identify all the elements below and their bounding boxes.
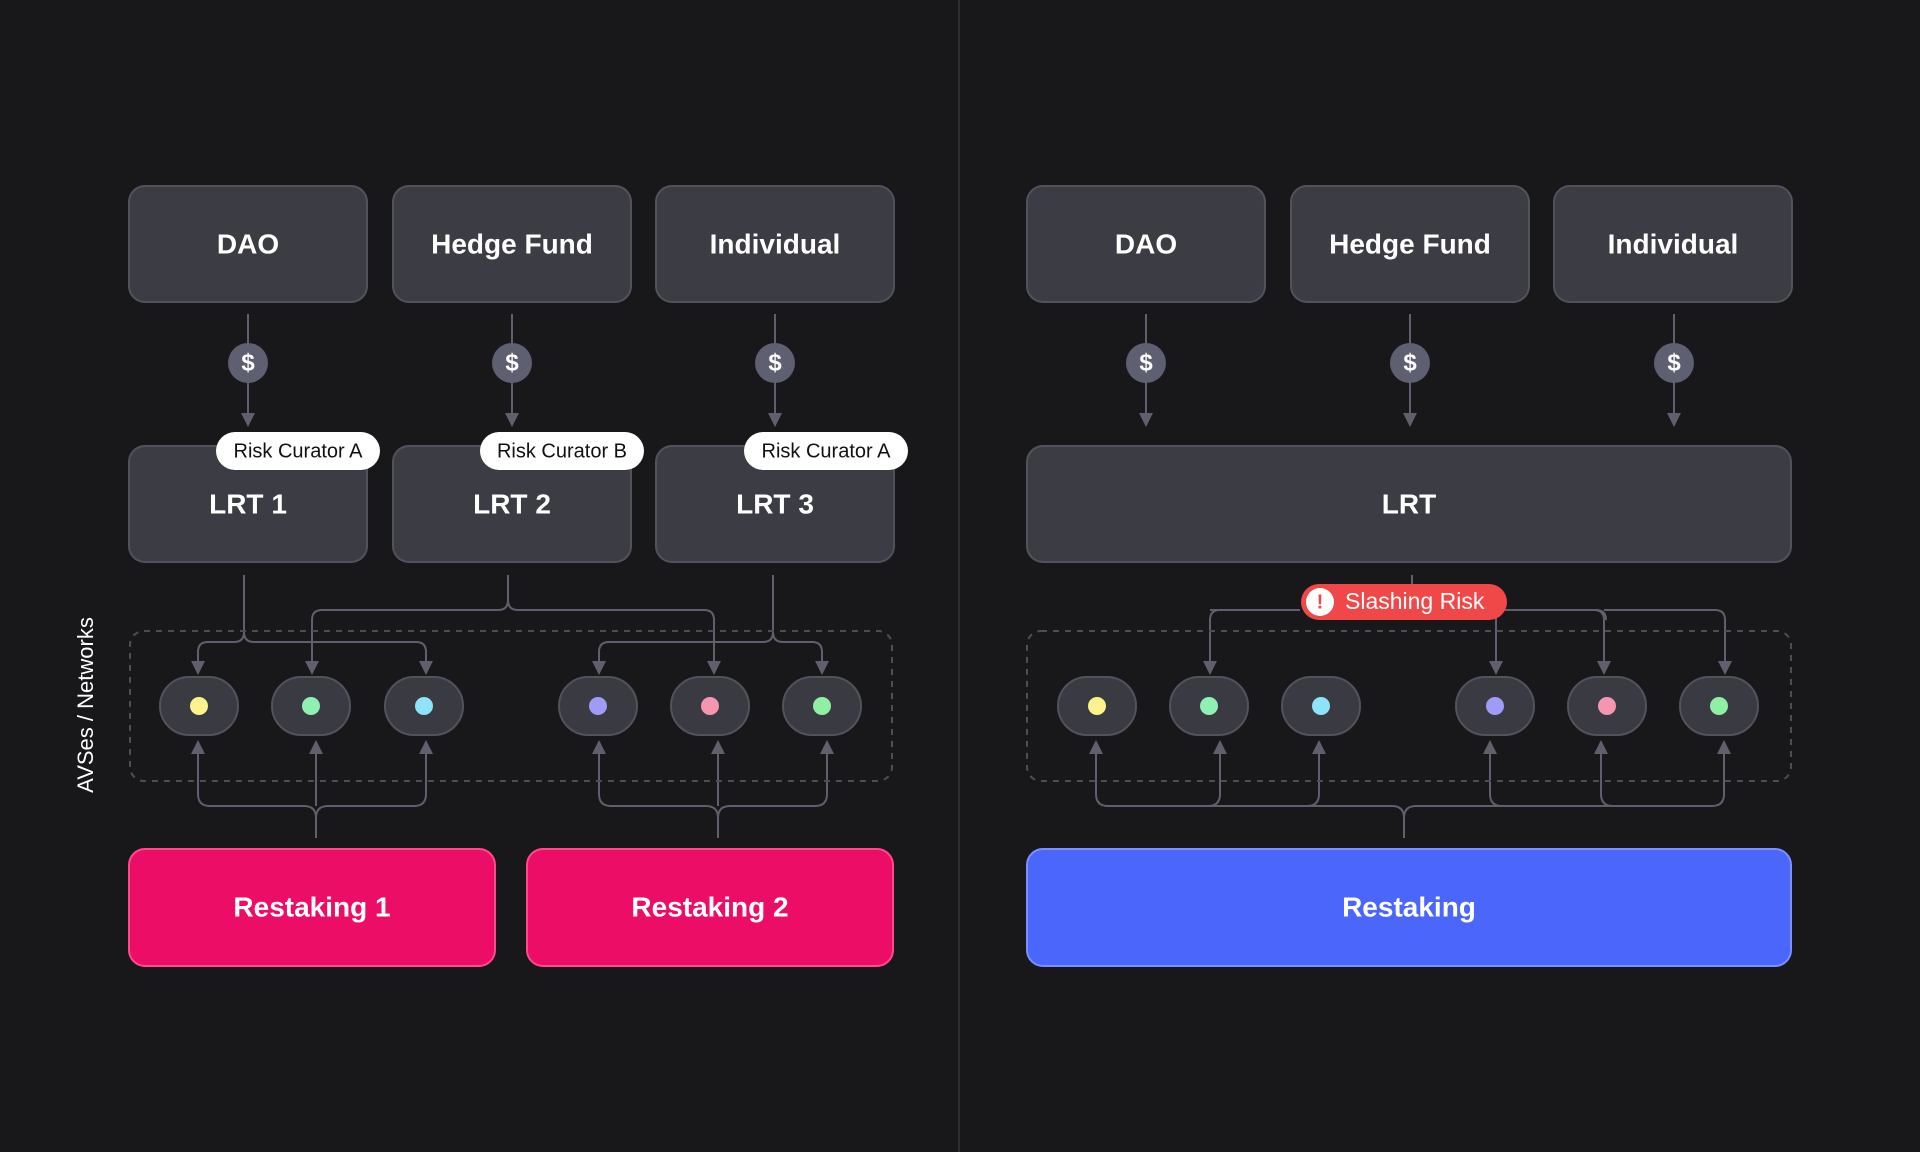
investor-card-hedge-fund: Hedge Fund [1290,185,1530,303]
lrt-card-1: LRT 1 [128,445,368,563]
lrt-card: LRT [1026,445,1792,563]
investor-card-dao: DAO [1026,185,1266,303]
avs-node [1455,676,1535,736]
lrt-label: LRT 3 [736,488,814,519]
avs-dot [701,697,719,715]
exclamation-icon: ! [1306,588,1334,616]
restaking-label: Restaking [1342,891,1476,922]
avs-container [129,630,893,782]
lrt-card-2: LRT 2 [392,445,632,563]
avs-dot [1486,697,1504,715]
investor-label: DAO [217,228,279,259]
lrt-label: LRT 2 [473,488,551,519]
risk-curator-badge: Risk Curator A [744,432,908,470]
restaking-label: Restaking 2 [631,891,788,922]
avs-node [782,676,862,736]
right-avs-nodes [1057,676,1759,736]
dollar-icon: $ [492,343,532,383]
dollar-icon: $ [1654,343,1694,383]
avs-node [670,676,750,736]
avs-node [271,676,351,736]
dollar-icon: $ [1390,343,1430,383]
avs-dot [1088,697,1106,715]
restaking-2-box: Restaking 2 [526,848,894,967]
avs-dot [1598,697,1616,715]
svg-text:Risk Curator A: Risk Curator A [762,440,892,462]
dollar-icon: $ [228,343,268,383]
avs-dot [190,697,208,715]
avs-container [1026,630,1792,782]
svg-text:$: $ [241,349,255,376]
avs-node [558,676,638,736]
avs-node [1281,676,1361,736]
avs-node [1679,676,1759,736]
left-connectors [191,314,834,838]
right-connectors [1089,314,1732,838]
avs-dot [1710,697,1728,715]
investor-card-individual: Individual [655,185,895,303]
avs-dot [415,697,433,715]
svg-text:Risk Curator B: Risk Curator B [497,440,627,462]
avs-node [1057,676,1137,736]
restaking-1-box: Restaking 1 [128,848,496,967]
investor-label: Individual [1608,228,1739,259]
lrt-label: LRT 1 [209,488,287,519]
risk-curator-badge: Risk Curator B [480,432,644,470]
investor-card-individual: Individual [1553,185,1793,303]
avs-node [159,676,239,736]
investor-card-hedge-fund: Hedge Fund [392,185,632,303]
avs-dot [813,697,831,715]
svg-text:$: $ [1403,349,1417,376]
left-avs-nodes [159,676,862,736]
svg-text:!: ! [1317,591,1324,613]
avs-node [1567,676,1647,736]
avs-node [1169,676,1249,736]
slashing-risk-badge: ! Slashing Risk [1301,584,1507,620]
investor-label: DAO [1115,228,1177,259]
svg-text:$: $ [505,349,519,376]
dollar-icon: $ [755,343,795,383]
svg-text:Risk Curator A: Risk Curator A [234,440,364,462]
avs-node [384,676,464,736]
avs-dot [1312,697,1330,715]
avs-dot [1200,697,1218,715]
restaking-label: Restaking 1 [233,891,390,922]
left-panel: DAO Hedge Fund Individual $ $ $ LRT 1 [128,185,908,967]
svg-text:$: $ [1667,349,1681,376]
restaking-box: Restaking [1026,848,1792,967]
investor-label: Hedge Fund [1329,228,1491,259]
avs-dot [589,697,607,715]
investor-label: Individual [710,228,841,259]
investor-label: Hedge Fund [431,228,593,259]
svg-text:$: $ [768,349,782,376]
avs-networks-label: AVSes / Networks [73,617,98,793]
right-panel: DAO Hedge Fund Individual $ $ $ LRT [1026,185,1793,967]
investor-card-dao: DAO [128,185,368,303]
risk-curator-badge: Risk Curator A [216,432,380,470]
lrt-label: LRT [1382,488,1436,519]
svg-text:$: $ [1139,349,1153,376]
slashing-risk-label: Slashing Risk [1345,588,1485,614]
dollar-icon: $ [1126,343,1166,383]
lrt-card-3: LRT 3 [655,445,895,563]
avs-dot [302,697,320,715]
